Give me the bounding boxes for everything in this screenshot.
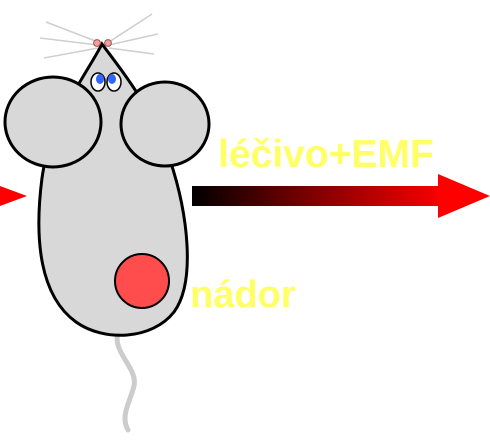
tumor-circle	[115, 254, 169, 308]
mouse-tail	[117, 333, 134, 430]
left-ear	[5, 77, 101, 167]
right-ear	[121, 82, 209, 166]
tumor-label: nádor	[190, 274, 296, 316]
treatment-arrow	[192, 174, 490, 218]
incoming-arrow-icon	[0, 186, 27, 206]
arrow-label: léčivo+EMF	[218, 133, 434, 176]
